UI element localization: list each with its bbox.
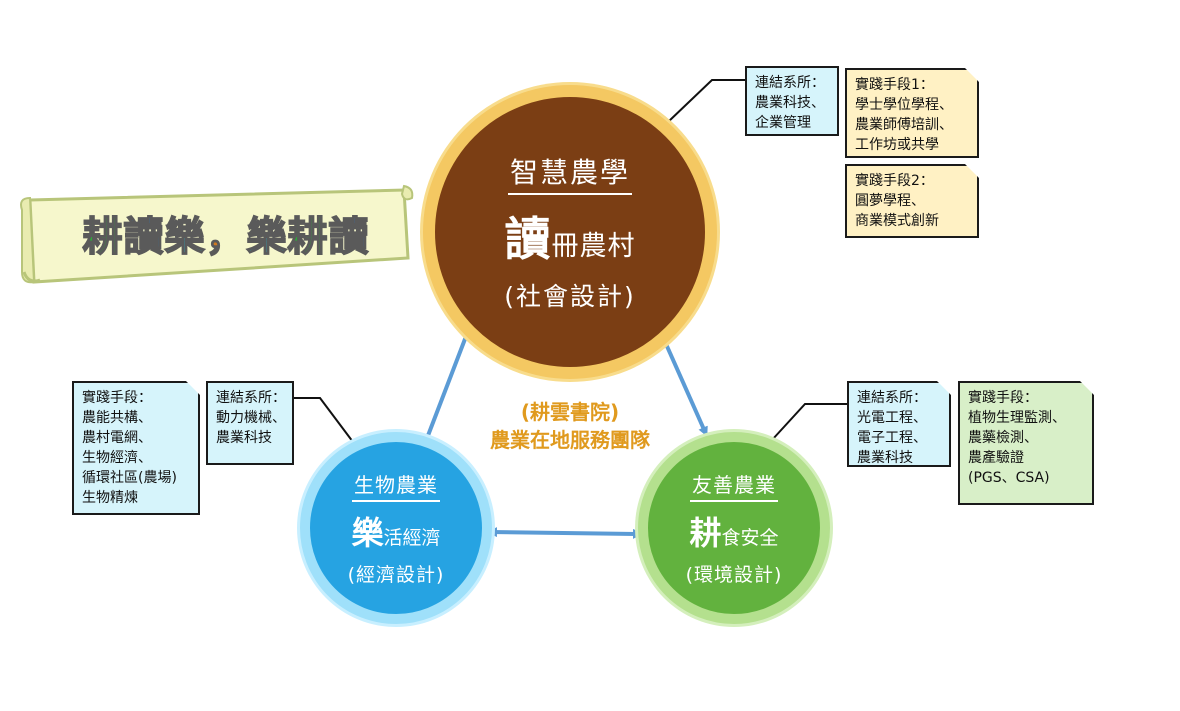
note-line: 學士學位學程、: [855, 97, 953, 113]
note-line: 企業管理: [755, 115, 811, 131]
circle-top-title: 智慧農學: [507, 151, 632, 195]
circle-right-main: 耕食安全: [689, 514, 779, 552]
note-top-departments: 連結系所： 農業科技、企業管理: [745, 66, 839, 136]
note-line: 農業師傅培訓、: [855, 117, 953, 133]
circle-right-sub: (環境設計): [685, 564, 783, 586]
circle-left-title: 生物農業: [352, 469, 440, 502]
note-line: 商業模式創新: [855, 213, 939, 229]
connector-top: [667, 79, 745, 123]
note-line: 光電工程、: [857, 410, 927, 426]
note-line: 生物精煉: [82, 490, 138, 506]
banner-title: 耕讀樂，樂耕讀: [46, 206, 406, 261]
banner-char: ，: [205, 213, 247, 261]
circle-right-title: 友善農業: [690, 469, 778, 502]
note-line: (PGS、CSA): [968, 470, 1050, 486]
note-line: 農能共構、: [82, 410, 152, 426]
note-line: 農藥檢測、: [968, 430, 1038, 446]
circle-top-main: 讀冊農村: [504, 212, 636, 266]
center-caption: (耕雲書院) 農業在地服務團隊: [470, 398, 670, 454]
note-line: 循環社區(農場): [82, 470, 177, 486]
banner-char: 耕: [287, 213, 329, 261]
note-line: 工作坊或共學: [855, 137, 939, 153]
arrow-left-right: [487, 527, 643, 539]
note-line: 農業科技: [216, 430, 272, 446]
note-line: 農業科技: [857, 450, 913, 466]
note-line: 連結系所：: [857, 390, 927, 406]
note-line: 實踐手段1：: [855, 77, 934, 93]
connector-left: [292, 397, 354, 443]
connector-right: [771, 403, 847, 441]
note-line: 連結系所：: [216, 390, 286, 406]
circle-left-main: 樂活經濟: [351, 514, 441, 552]
note-line: 農村電網、: [82, 430, 152, 446]
circle-friendly-agriculture: 友善農業 耕食安全 (環境設計): [638, 432, 830, 624]
scroll-banner-shape: [20, 184, 414, 284]
note-line: 農業科技、: [755, 95, 825, 111]
note-line: 農產驗證: [968, 450, 1024, 466]
banner-char: 耕: [82, 213, 124, 261]
note-right-departments: 連結系所： 光電工程、電子工程、農業科技: [847, 381, 951, 467]
note-left-means: 實踐手段： 農能共構、農村電網、生物經濟、循環社區(農場) 生物精煉: [72, 381, 200, 515]
note-line: 實踐手段2：: [855, 173, 934, 189]
note-line: 植物生理監測、: [968, 410, 1066, 426]
note-line: 圓夢學程、: [855, 193, 925, 209]
note-left-departments: 連結系所： 動力機械、農業科技: [206, 381, 294, 465]
arrow-top-right: [656, 323, 708, 437]
note-line: 動力機械、: [216, 410, 286, 426]
circle-left-sub: (經濟設計): [347, 564, 445, 586]
note-line: 電子工程、: [857, 430, 927, 446]
circle-bio-agriculture: 生物農業 樂活經濟 (經濟設計): [300, 432, 492, 624]
banner-char: 樂: [246, 213, 288, 261]
center-caption-line1: (耕雲書院): [520, 400, 620, 424]
banner-char: 樂: [164, 213, 206, 261]
circle-smart-agriculture: 智慧農學 讀冊農村 (社會設計): [423, 85, 717, 379]
note-right-means: 實踐手段： 植物生理監測、農藥檢測、農產驗證 (PGS、CSA): [958, 381, 1094, 505]
note-top-means-1: 實踐手段1： 學士學位學程、農業師傅培訓、工作坊或共學: [845, 68, 979, 158]
note-line: 生物經濟、: [82, 450, 152, 466]
banner-char: 讀: [123, 213, 165, 261]
note-line: 實踐手段：: [968, 390, 1038, 406]
arrow-top-left: [421, 323, 473, 449]
note-line: 實踐手段：: [82, 390, 152, 406]
center-caption-line2: 農業在地服務團隊: [490, 428, 650, 452]
banner-char: 讀: [328, 213, 370, 261]
note-top-means-2: 實踐手段2： 圓夢學程、商業模式創新: [845, 164, 979, 238]
note-line: 連結系所：: [755, 75, 825, 91]
circle-top-sub: (社會設計): [504, 282, 636, 311]
